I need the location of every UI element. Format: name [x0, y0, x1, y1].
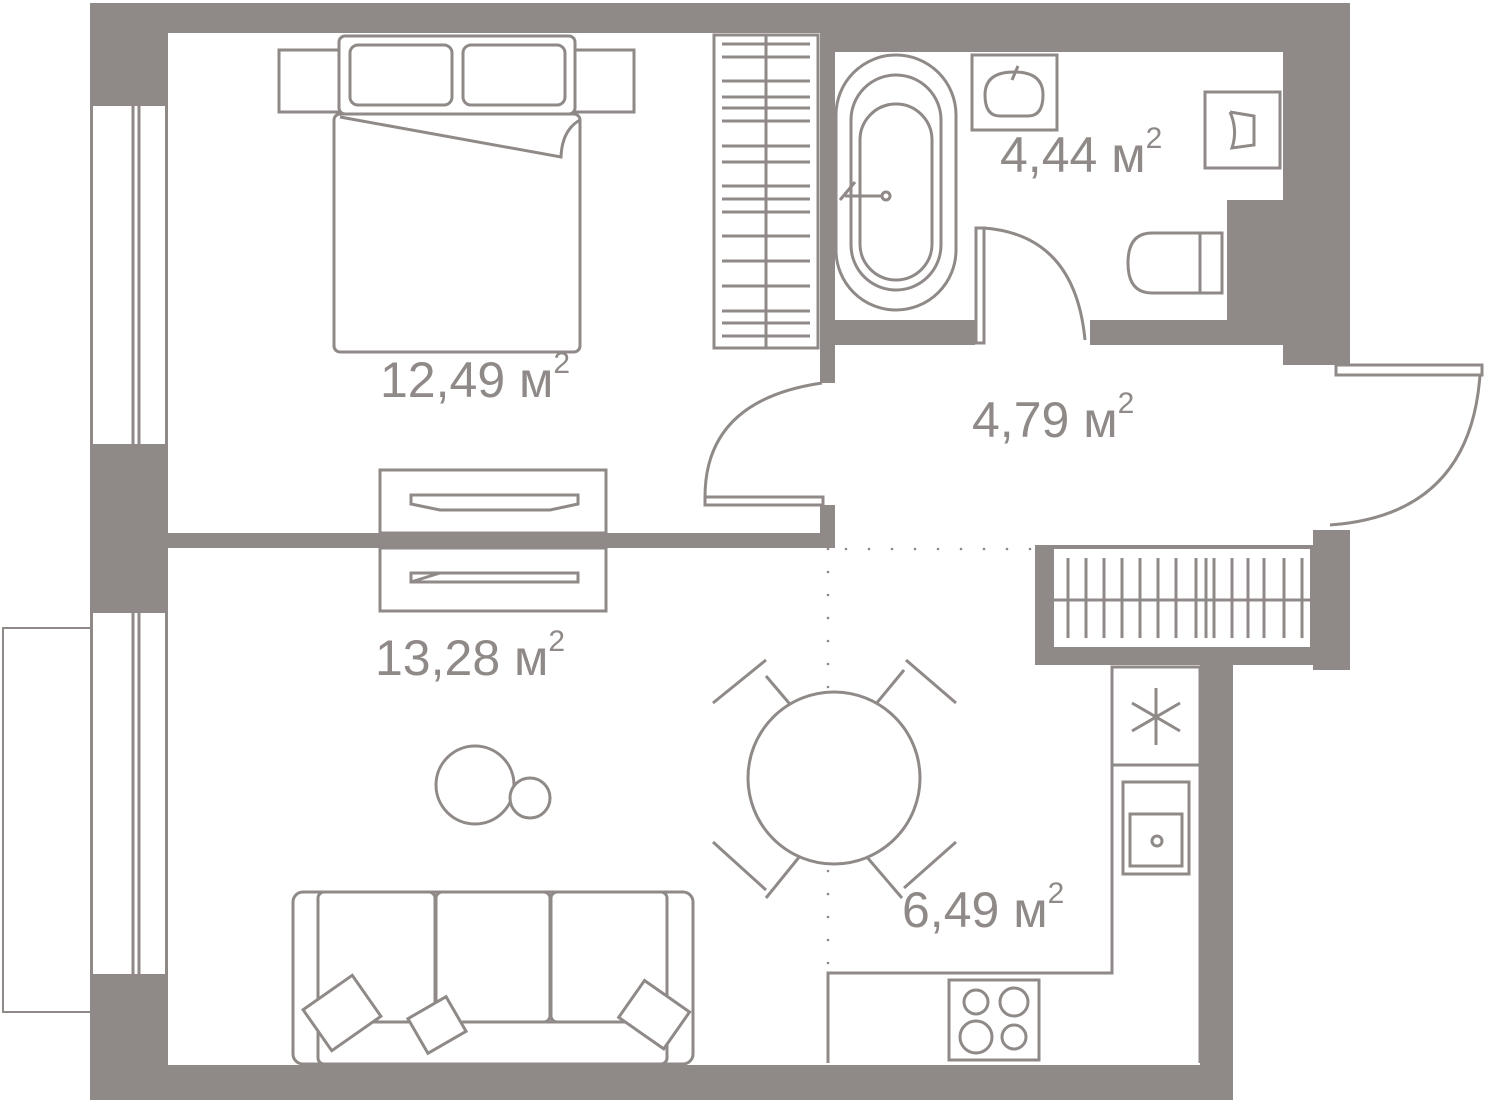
- kitchen-counter: [826, 665, 1202, 1063]
- closet-hallway: [1052, 547, 1312, 649]
- towel-rail: [1203, 90, 1282, 170]
- door-bedroom[interactable]: [703, 381, 825, 507]
- door-bathroom[interactable]: [974, 226, 1087, 345]
- divider-dot: [826, 662, 830, 666]
- coffee-table: [434, 744, 552, 826]
- divider-dot: [867, 547, 871, 551]
- bed: [277, 34, 636, 354]
- divider-dot: [913, 547, 917, 551]
- divider-dot: [826, 547, 830, 551]
- bathtub: [834, 53, 958, 312]
- toilet: [1126, 231, 1224, 295]
- dresser: [378, 468, 608, 613]
- area-label-bedroom: 12,49 м2: [380, 347, 570, 408]
- walls: [90, 3, 1350, 1100]
- divider-dot: [826, 570, 830, 574]
- divider-dot: [1005, 547, 1009, 551]
- door-entrance[interactable]: [1329, 363, 1484, 527]
- divider-dot: [826, 892, 830, 896]
- washbasin: [970, 53, 1059, 132]
- dining-table: [711, 658, 957, 899]
- area-label-bathroom: 4,44 м2: [1000, 122, 1162, 183]
- divider-dot: [826, 869, 830, 873]
- divider-dot: [826, 938, 830, 942]
- divider-dot: [936, 547, 940, 551]
- divider-dot: [982, 547, 986, 551]
- window-bedroom: [91, 104, 167, 446]
- divider-dot: [826, 639, 830, 643]
- divider-dot: [826, 961, 830, 965]
- area-label-kitchen: 6,49 м2: [902, 877, 1064, 938]
- area-label-hallway: 4,79 м2: [972, 387, 1134, 448]
- divider-dot: [1028, 547, 1032, 551]
- area-label-living-room: 13,28 м2: [375, 625, 565, 686]
- divider-dot: [890, 547, 894, 551]
- divider-dot: [959, 547, 963, 551]
- divider-dot: [826, 685, 830, 689]
- divider-dot: [826, 616, 830, 620]
- sofa: [291, 890, 695, 1066]
- wardrobe-bedroom: [712, 33, 820, 350]
- divider-dot: [826, 593, 830, 597]
- divider-dot: [826, 915, 830, 919]
- divider-dot: [844, 547, 848, 551]
- window-living: [2, 611, 167, 1013]
